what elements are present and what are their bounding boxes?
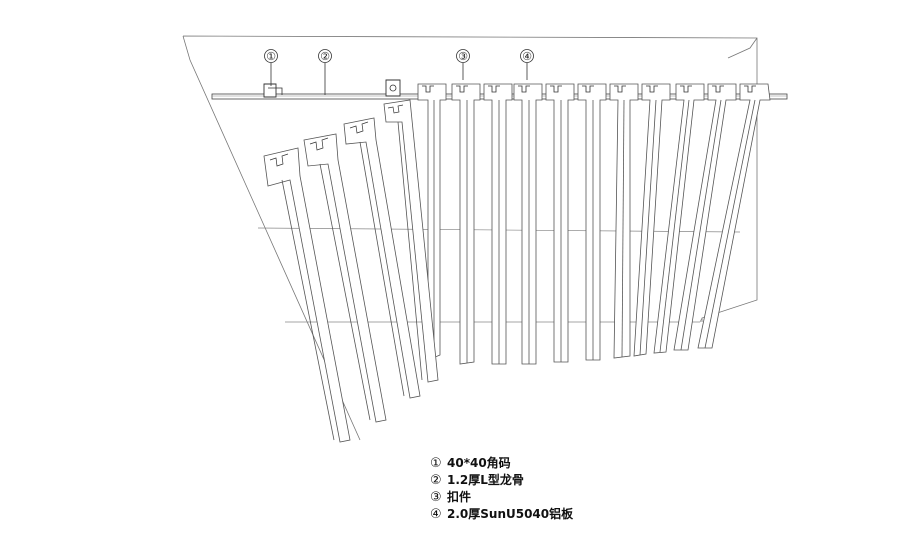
legend-number: ① (430, 456, 442, 471)
legend-number: ③ (430, 490, 442, 505)
clip (385, 79, 401, 97)
legend-item-2: ② 1.2厚L型龙骨 (430, 472, 573, 489)
tilted-panels (263, 99, 439, 443)
svg-text:④: ④ (522, 50, 532, 63)
tilted-panel-3 (343, 117, 421, 399)
tilted-panel-profiles (269, 104, 404, 167)
legend: ① 40*40角码 ② 1.2厚L型龙骨 ③ 扣件 ④ 2.0厚SunU5040… (430, 455, 573, 523)
legend-item-1: ① 40*40角码 (430, 455, 573, 472)
flat-panel-4 (513, 83, 543, 365)
tilted-panel-1 (263, 147, 351, 443)
svg-text:②: ② (320, 50, 330, 63)
callout-3: ③ (456, 49, 470, 80)
legend-text: 40*40角码 (447, 456, 511, 470)
svg-text:③: ③ (458, 50, 468, 63)
flat-panel-10 (673, 83, 737, 351)
legend-text: 1.2厚L型龙骨 (447, 473, 524, 487)
ceiling-slab (182, 35, 758, 441)
flat-panel-9 (653, 83, 705, 354)
callout-2: ② (318, 49, 332, 95)
corner-bracket (263, 83, 283, 98)
flat-panel-3 (483, 83, 513, 365)
flat-panel-7 (609, 83, 639, 359)
callout-4: ④ (520, 49, 534, 80)
legend-number: ④ (430, 507, 442, 522)
flat-panel-2 (451, 83, 481, 365)
svg-text:①: ① (266, 50, 276, 63)
flat-panel-11 (697, 83, 771, 349)
flat-panel-1 (417, 83, 447, 361)
legend-item-4: ④ 2.0厚SunU5040铝板 (430, 506, 573, 523)
flat-panels (417, 83, 771, 365)
legend-number: ② (430, 473, 442, 488)
flat-panel-6 (577, 83, 607, 361)
tilted-panel-4 (383, 99, 439, 383)
legend-item-3: ③ 扣件 (430, 489, 573, 506)
callout-1: ① (264, 49, 278, 86)
panel-profiles (422, 85, 756, 93)
flat-panel-8 (633, 83, 671, 357)
flat-panel-5 (545, 83, 575, 363)
legend-text: 扣件 (447, 490, 472, 504)
tilted-panel-2 (303, 133, 387, 423)
legend-text: 2.0厚SunU5040铝板 (447, 507, 574, 521)
